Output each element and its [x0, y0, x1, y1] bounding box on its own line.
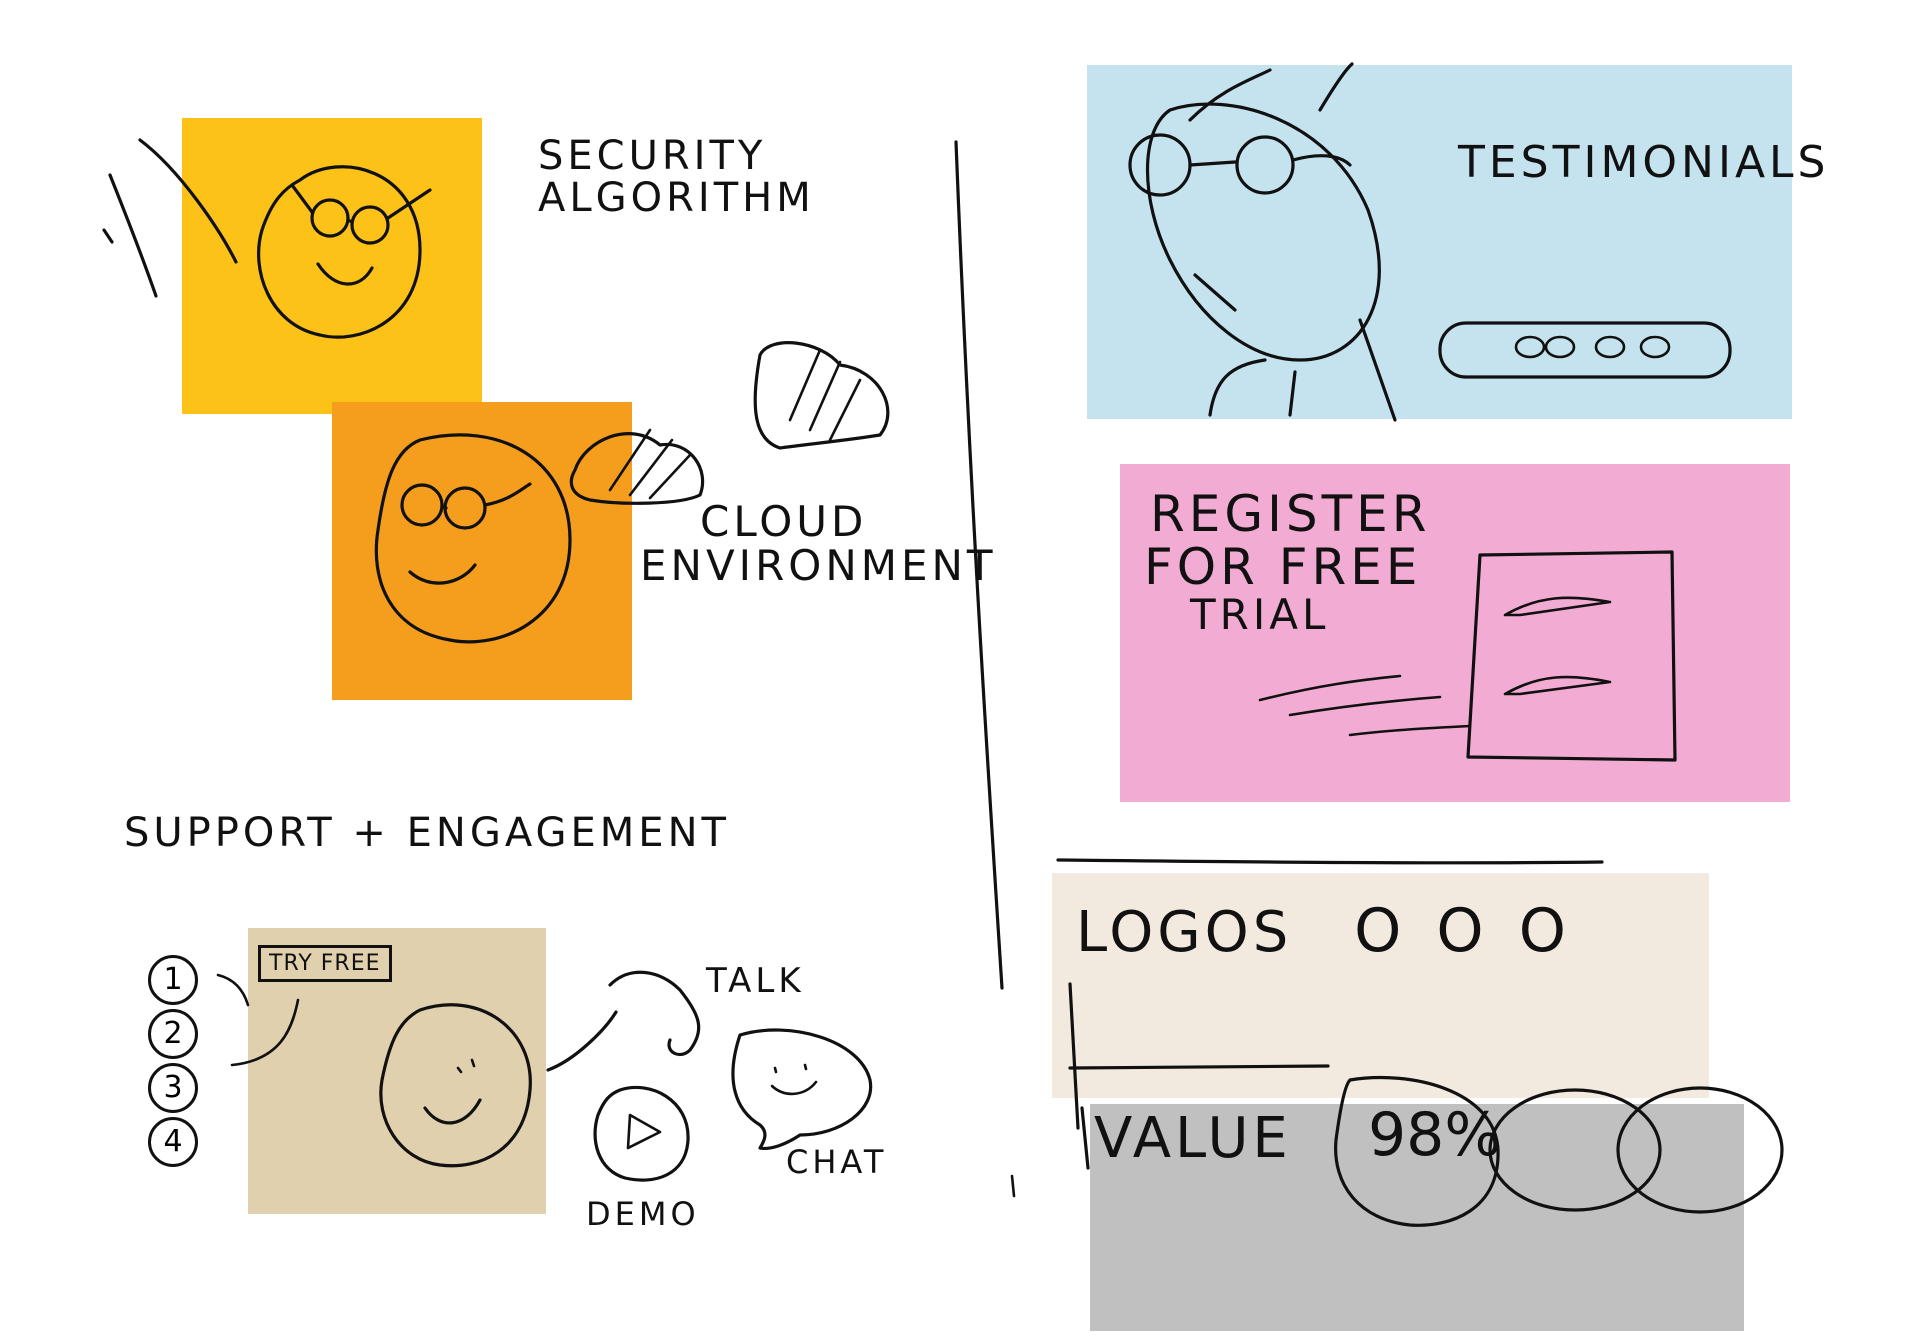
logos-heading: LOGOS O O O: [1076, 900, 1574, 963]
step-3[interactable]: 3: [148, 1063, 198, 1113]
smiley-face-icon: [381, 1005, 530, 1166]
face-with-glasses-icon: [376, 435, 570, 642]
security-heading-line1: SECURITY: [538, 135, 815, 177]
carousel-dots-icon: [1440, 323, 1730, 377]
testimonials-heading: TESTIMONIALS: [1458, 140, 1830, 186]
logos-marks: O O O: [1354, 896, 1574, 966]
register-line3: TRIAL: [1190, 593, 1430, 637]
step-2-label: 2: [163, 1016, 182, 1051]
cloud-heading-line1: CLOUD: [640, 500, 997, 544]
cloud-heading: CLOUD ENVIRONMENT: [640, 500, 997, 588]
talk-label[interactable]: TALK: [706, 964, 805, 1000]
security-heading: SECURITY ALGORITHM: [538, 135, 815, 219]
person-with-glasses-icon: [1130, 64, 1395, 420]
steps-list: 1 2 3 4: [148, 955, 198, 1167]
steps-connector: [218, 975, 298, 1065]
cloud-heading-line2: ENVIRONMENT: [640, 544, 997, 588]
register-line2: FOR FREE: [1144, 541, 1430, 594]
horizontal-divider: [1058, 860, 1602, 863]
support-heading: SUPPORT + ENGAGEMENT: [124, 812, 730, 854]
step-4[interactable]: 4: [148, 1117, 198, 1167]
step-3-label: 3: [163, 1070, 182, 1105]
value-left-line: [1082, 1108, 1088, 1168]
face-with-glasses-icon: [104, 140, 430, 337]
step-4-label: 4: [163, 1124, 182, 1159]
logos-underline: [1070, 1066, 1328, 1068]
speech-bubble-icon: [733, 1030, 871, 1148]
play-icon: [595, 1087, 688, 1180]
logos-left-line: [1070, 984, 1078, 1128]
hatched-cloud-icon: [571, 343, 888, 504]
try-free-button[interactable]: TRY FREE: [258, 945, 392, 982]
demo-label[interactable]: DEMO: [586, 1198, 700, 1232]
value-heading: VALUE: [1094, 1110, 1292, 1169]
security-heading-line2: ALGORITHM: [538, 177, 815, 219]
divider-tick: [1012, 1176, 1014, 1196]
chat-label[interactable]: CHAT: [786, 1146, 887, 1180]
register-line1: REGISTER: [1150, 488, 1430, 541]
value-stat: 98%: [1368, 1104, 1501, 1167]
step-1-label: 1: [163, 962, 182, 997]
try-free-label: TRY FREE: [269, 952, 381, 975]
step-1[interactable]: 1: [148, 955, 198, 1005]
logos-title: LOGOS: [1076, 900, 1292, 965]
register-heading[interactable]: REGISTER FOR FREE TRIAL: [1150, 488, 1430, 637]
step-2[interactable]: 2: [148, 1009, 198, 1059]
phone-icon: [548, 972, 699, 1070]
